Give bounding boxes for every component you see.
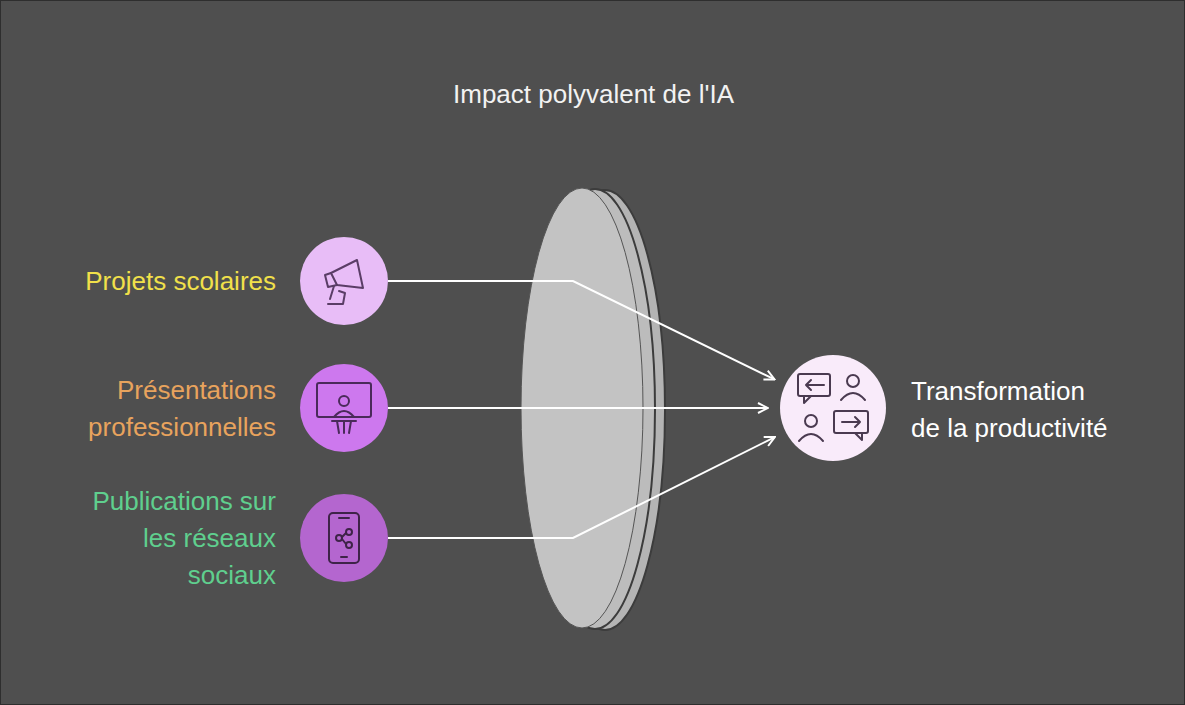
topic-circle: Transformation de la productivité [780, 355, 886, 461]
phone-icon [329, 513, 359, 563]
topic-circle: Présentations professionnelles [300, 364, 388, 452]
diagram-title: Impact polyvalent de l'IA [1, 79, 1185, 110]
topic-circle: Publications sur les réseaux sociaux [300, 494, 388, 582]
topic-label: Publications sur les réseaux sociaux [61, 483, 276, 594]
exchange-icon [798, 374, 868, 441]
topic-label: Projets scolaires [61, 263, 276, 300]
megaphone-icon [325, 260, 363, 304]
topic-label: Présentations professionnelles [61, 372, 276, 446]
presenter-icon [317, 383, 371, 433]
topic-label: Transformation de la productivité [911, 373, 1111, 447]
topic-circle: Projets scolaires [300, 237, 388, 325]
flow-arrow [388, 407, 768, 409]
flow-arrow [388, 437, 775, 538]
flow-arrow [388, 281, 775, 379]
